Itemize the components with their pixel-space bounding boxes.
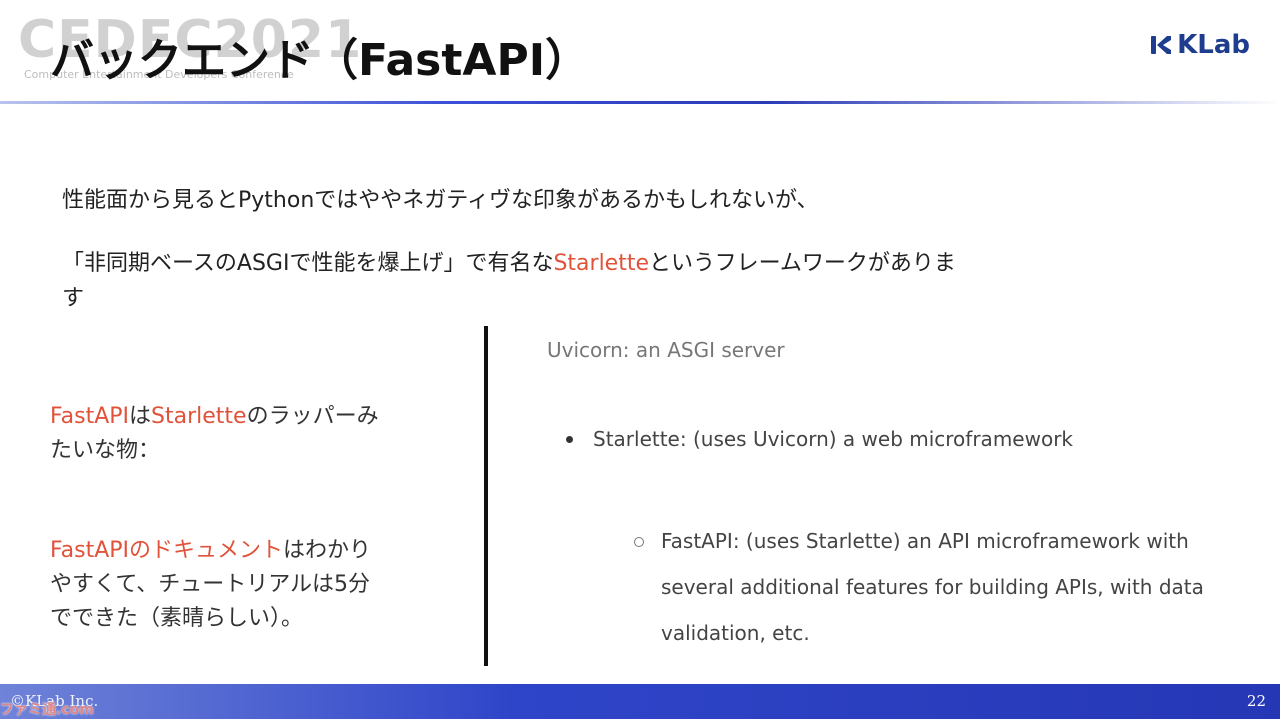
fastapi-sub-bullet-text: FastAPI: (uses Starlette) an API microfr… <box>661 518 1204 656</box>
cedec-watermark: CEDEC2021 <box>18 10 363 70</box>
bullet-dot-icon <box>566 435 573 443</box>
uvicorn-heading: Uvicorn: an ASGI server <box>547 338 785 362</box>
starlette-highlight: Starlette <box>553 251 650 276</box>
starlette-bullet: Starlette: (uses Uvicorn) a web microfra… <box>566 427 1073 451</box>
footer-copyright: ©KLab Inc. <box>10 692 99 710</box>
lead-line-2-pre: 「非同期ベースのASGIで性能を爆上げ」で有名な <box>62 251 554 276</box>
lead-line-2-post: というフレームワークがありま <box>649 251 956 276</box>
fastapi-sub-line-1: FastAPI: (uses Starlette) an API microfr… <box>661 529 1189 553</box>
left-p2-text-b: はわかり <box>283 538 372 563</box>
slide-title: バックエンド（FastAPI） <box>50 35 590 86</box>
cedec-watermark-subtitle: Computer Entertainment Developers Confer… <box>24 68 294 81</box>
famitsu-watermark: ファミ通.com <box>0 702 94 718</box>
page-number: 22 <box>1246 692 1266 710</box>
fastapi-sub-line-3: validation, etc. <box>661 621 810 645</box>
fastapi-sub-bullet: FastAPI: (uses Starlette) an API microfr… <box>634 518 1204 656</box>
header-rule <box>0 101 1280 104</box>
left-p2-text-d: でできた（素晴らしい）。 <box>50 606 304 631</box>
column-divider <box>484 326 488 666</box>
klab-logo-icon <box>1151 36 1172 54</box>
fastapi-highlight: FastAPI <box>50 404 130 429</box>
left-p1-text-e: たいな物： <box>50 438 161 463</box>
klab-logo-text: KLab <box>1177 30 1250 60</box>
left-p1-text-d: のラッパーみ <box>246 404 379 429</box>
lead-line-2: 「非同期ベースのASGIで性能を爆上げ」で有名なStarletteというフレーム… <box>62 245 956 277</box>
left-paragraph-2: FastAPIのドキュメントはわかり やすくて、チュートリアルは5分 でできた（… <box>50 534 371 636</box>
left-p1-text-b: は <box>129 404 152 429</box>
footer-bar: ©KLab Inc. 22 <box>0 684 1280 719</box>
bullet-circle-icon <box>634 537 644 547</box>
starlette-highlight-left: Starlette <box>151 404 247 429</box>
starlette-bullet-text: Starlette: (uses Uvicorn) a web microfra… <box>593 427 1073 451</box>
left-p2-text-c: やすくて、チュートリアルは5分 <box>50 572 371 597</box>
fastapi-sub-line-2: several additional features for building… <box>661 575 1204 599</box>
left-paragraph-1: FastAPIはStarletteのラッパーみ たいな物： <box>50 400 379 468</box>
fastapi-docs-highlight: FastAPIのドキュメント <box>50 538 284 563</box>
klab-logo: KLab <box>1149 30 1250 60</box>
lead-line-3: す <box>62 286 85 311</box>
lead-line-1: 性能面から見るとPythonではややネガティヴな印象があるかもしれないが、 <box>62 188 819 213</box>
